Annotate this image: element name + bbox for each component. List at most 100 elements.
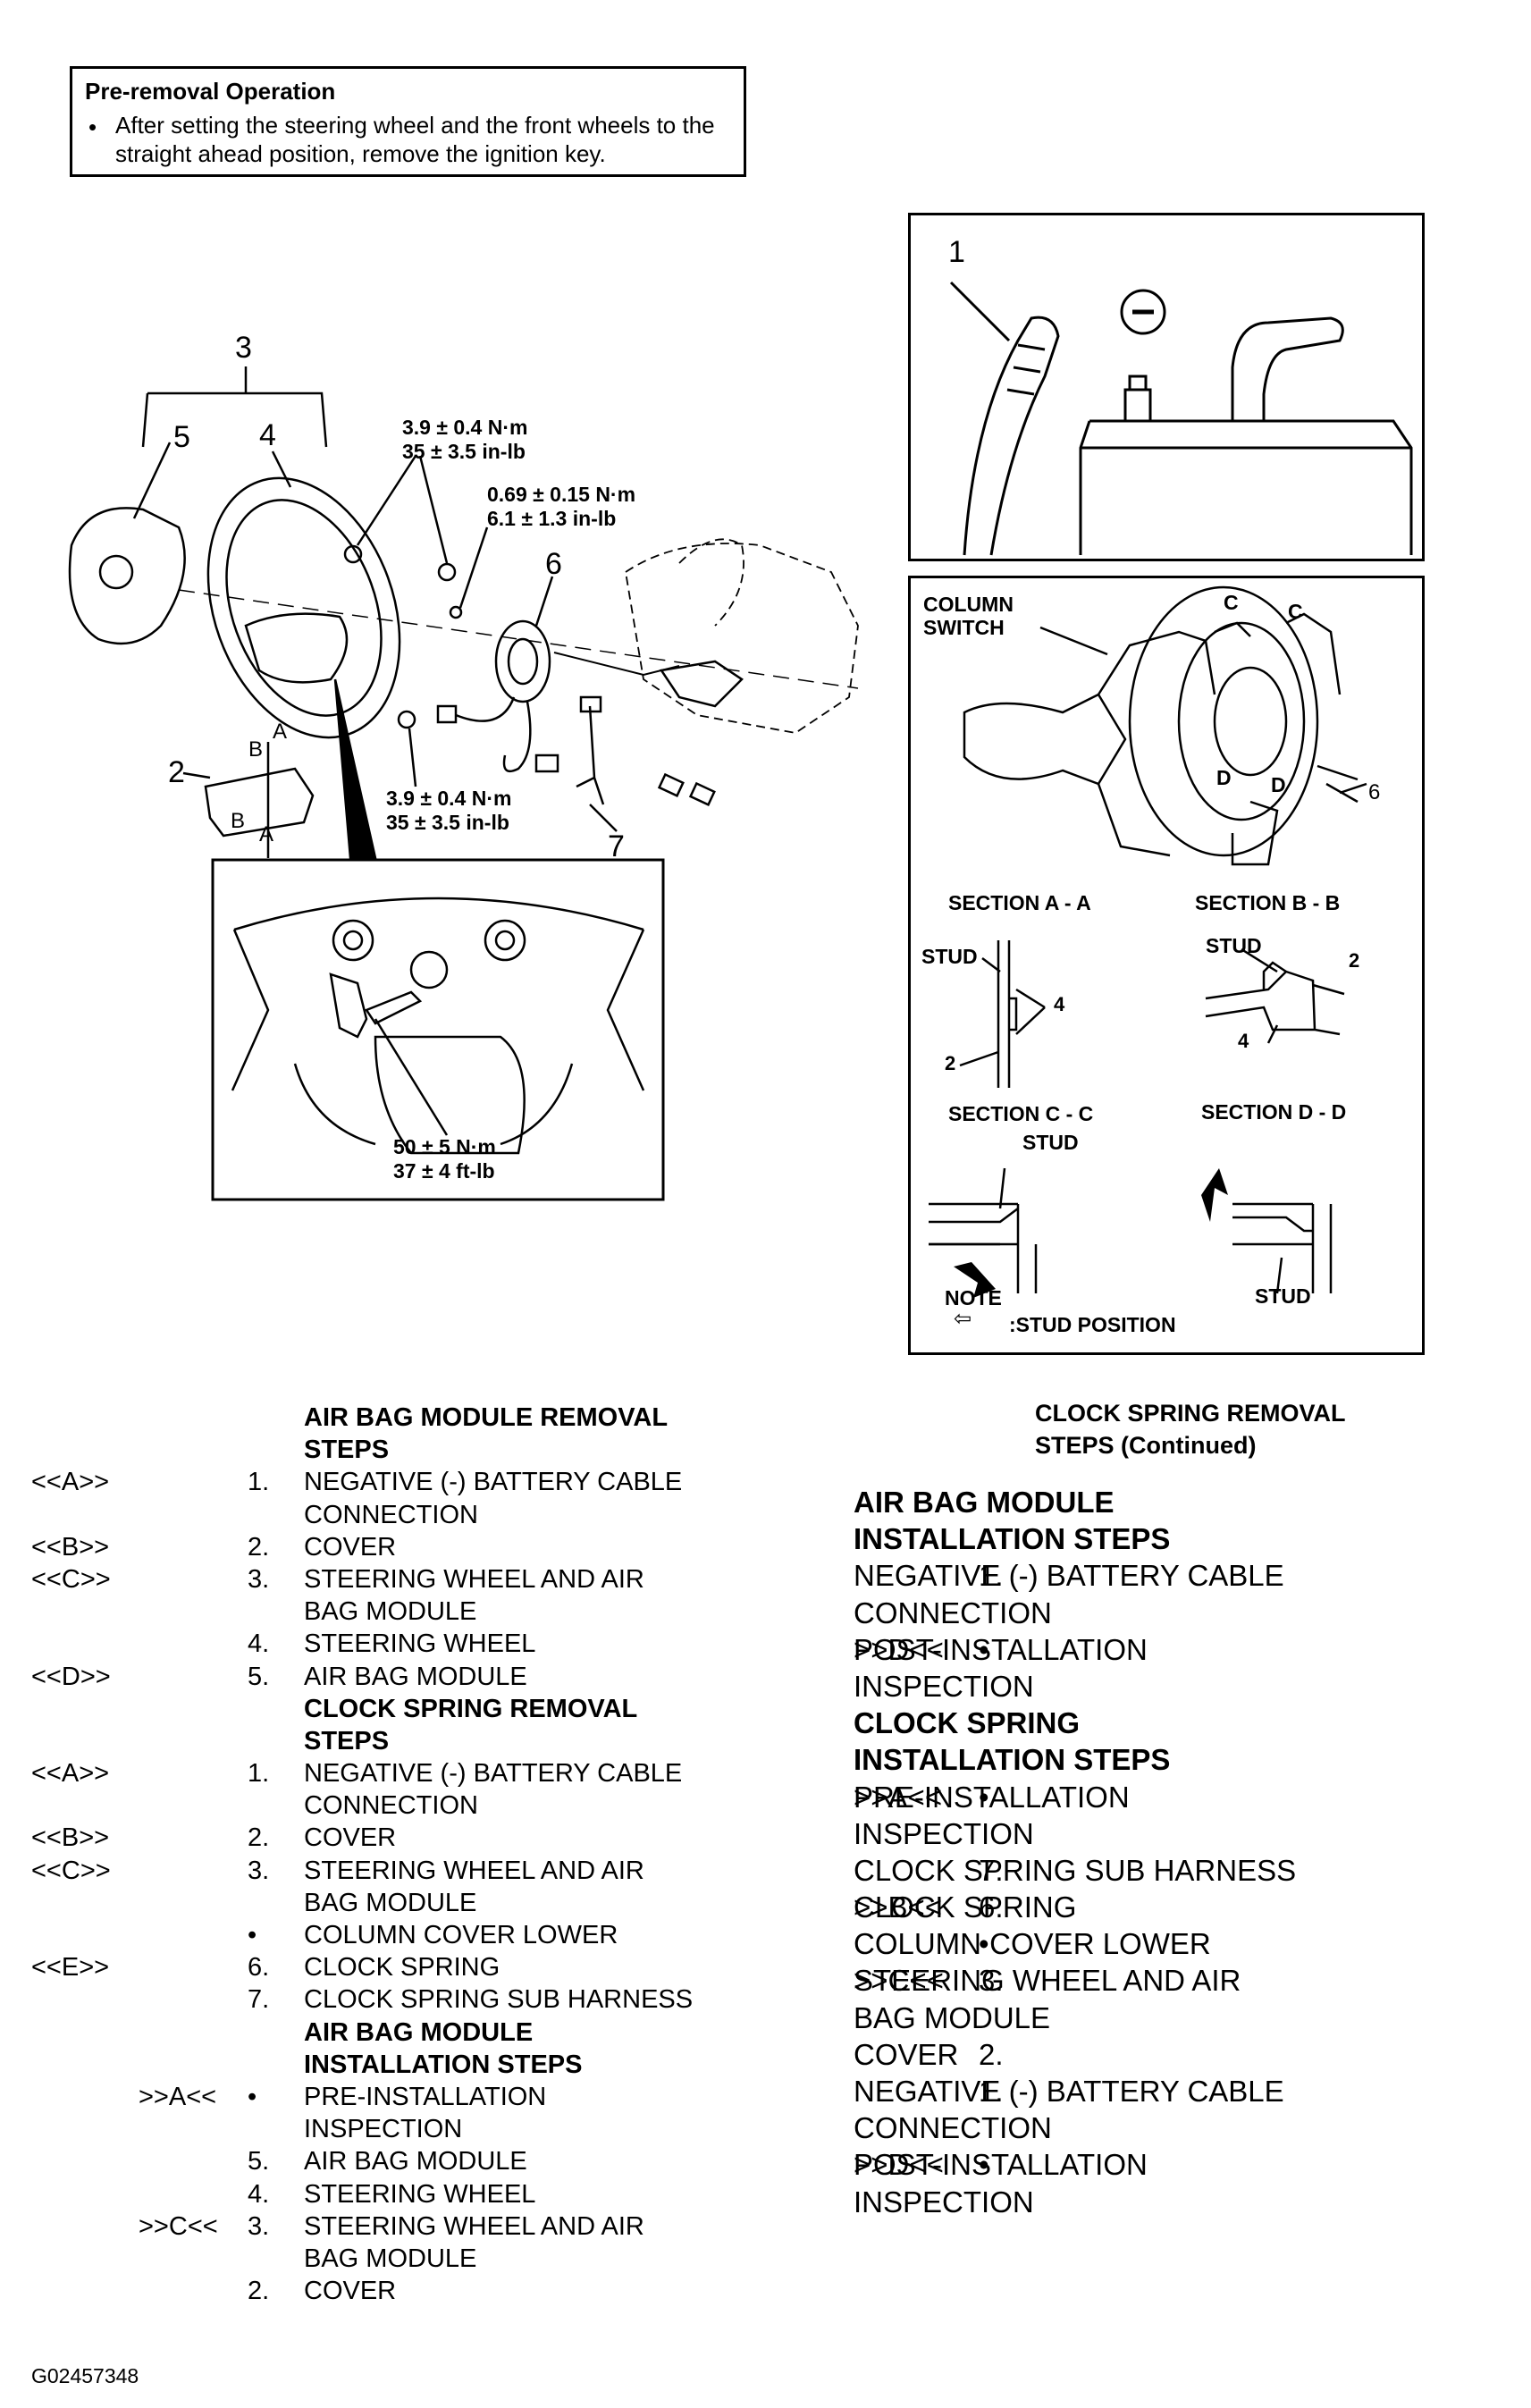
step-text: COVER — [854, 2037, 959, 2071]
torque-bottom-nm: 3.9 ± 0.4 N·m — [386, 787, 512, 810]
torque-small-nm: 0.69 ± 0.15 N·m — [487, 483, 636, 506]
step-number: 3. — [248, 2211, 270, 2241]
step-code: >>C<< — [139, 2211, 218, 2241]
torque-top-nm: 3.9 ± 0.4 N·m — [402, 416, 528, 439]
step-text: COLUMN COVER LOWER — [854, 1927, 1211, 1961]
bullet-dot: • — [88, 114, 97, 140]
step-row: >>C<<3.STEERING WHEEL AND AIR — [854, 1962, 1515, 1999]
section-marker-a-bottom: A — [259, 822, 274, 846]
callout-7: 7 — [608, 829, 625, 863]
step-text: CLOCK SPRING SUB HARNESS — [854, 1853, 1297, 1887]
label-d-right: D — [1271, 773, 1286, 796]
step-row: <<C>>3.STEERING WHEEL AND AIR — [31, 1563, 764, 1596]
step-row: AIR BAG MODULE — [31, 2016, 764, 2049]
step-code: <<A>> — [31, 1468, 110, 1497]
step-text: STEERING WHEEL AND AIR — [304, 2211, 644, 2241]
step-row: >>D<<•POST-INSTALLATION — [854, 2146, 1515, 2183]
callout-6-section: 6 — [1368, 780, 1381, 804]
stud-position-arrow-icon: ⇦ — [954, 1307, 972, 1331]
step-row: 1.NEGATIVE (-) BATTERY CABLE — [854, 2073, 1515, 2109]
step-text: INSPECTION — [304, 2115, 463, 2144]
note-label: NOTE — [945, 1286, 1002, 1309]
step-heading: AIR BAG MODULE REMOVAL — [304, 1403, 669, 1432]
section-marker-b-bottom: B — [231, 809, 246, 833]
step-text: STEERING WHEEL — [304, 1629, 536, 1659]
clock-spring-sections-drawing — [929, 585, 1367, 1298]
callout-5: 5 — [173, 420, 190, 454]
step-text: INSPECTION — [854, 1669, 1034, 1703]
step-number: 6. — [979, 1890, 1004, 1924]
step-number: 5. — [248, 2147, 270, 2176]
step-number: • — [248, 2082, 257, 2111]
step-text: INSPECTION — [854, 2185, 1034, 2219]
step-number: 4. — [248, 1629, 270, 1659]
right-column-header-1: CLOCK SPRING REMOVAL — [1035, 1400, 1346, 1427]
callout-4: 4 — [259, 418, 276, 452]
callout-6: 6 — [545, 547, 562, 581]
step-code: >>A<< — [139, 2082, 217, 2111]
step-row: AIR BAG MODULE REMOVAL — [31, 1402, 764, 1434]
step-number: 7. — [248, 1985, 270, 2015]
column-switch-label-2: SWITCH — [923, 616, 1005, 639]
step-row: •COLUMN COVER LOWER — [854, 1925, 1515, 1962]
step-row: >>A<<•PRE-INSTALLATION — [854, 1779, 1515, 1815]
step-text: COVER — [304, 1532, 397, 1562]
step-number: 2. — [248, 1823, 270, 1853]
section-cc-title: SECTION C - C — [948, 1102, 1094, 1125]
column-switch-label-1: COLUMN — [923, 593, 1014, 616]
battery-panel: 1 — [908, 213, 1425, 561]
step-number: • — [979, 2148, 989, 2182]
pre-removal-line-1: After setting the steering wheel and the… — [115, 112, 715, 139]
step-row: CONNECTION — [854, 1595, 1515, 1631]
step-heading: INSTALLATION STEPS — [854, 1743, 1171, 1777]
step-code: <<E>> — [31, 1953, 110, 1983]
step-text: CLOCK SPRING — [304, 1953, 501, 1983]
step-number: • — [979, 1927, 989, 1961]
left-step-list: AIR BAG MODULE REMOVAL STEPS <<A>> 1. NEGATI… — [31, 1402, 764, 2307]
label-d-left: D — [1216, 766, 1232, 789]
note-text: :STUD POSITION — [1009, 1313, 1176, 1336]
step-row: INSPECTION — [854, 2184, 1515, 2220]
step-text: COVER — [304, 2277, 397, 2306]
pre-removal-line-2: straight ahead position, remove the igni… — [115, 140, 606, 167]
step-row: INSTALLATION STEPS — [31, 2049, 764, 2081]
step-text: COLUMN COVER LOWER — [304, 1921, 618, 1949]
step-number: 1. — [248, 1468, 270, 1497]
section-bb-2: 2 — [1349, 949, 1360, 972]
pre-removal-title: Pre-removal Operation — [85, 78, 336, 105]
step-row: INSPECTION — [854, 1815, 1515, 1852]
step-row: • COLUMN COVER LOWER — [31, 1919, 764, 1951]
step-text: STEERING WHEEL AND AIR — [854, 1964, 1241, 1998]
section-marker-a-top: A — [273, 720, 288, 744]
step-row: <<B>>2.COVER — [31, 1531, 764, 1563]
torque-top-inlb: 35 ± 3.5 in-lb — [402, 440, 526, 463]
step-row: INSPECTION — [854, 1668, 1515, 1705]
callout-1: 1 — [948, 235, 965, 269]
section-aa-stud: STUD — [921, 945, 978, 968]
step-heading: INSTALLATION STEPS — [854, 1522, 1171, 1556]
step-number: • — [248, 1921, 257, 1949]
step-row: CLOCK SPRING REMOVAL — [31, 1693, 764, 1725]
pre-removal-box: Pre-removal Operation • After setting th… — [70, 66, 746, 177]
step-row: 4.STEERING WHEEL — [31, 2178, 764, 2210]
step-text: BAG MODULE — [304, 1888, 477, 1917]
step-row: BAG MODULE — [854, 2000, 1515, 2036]
step-number: 3. — [248, 1856, 270, 1885]
step-row: STEPS — [31, 1725, 764, 1757]
step-row: <<E>>6.CLOCK SPRING — [31, 1951, 764, 1983]
step-row: <<B>>2.COVER — [31, 1822, 764, 1854]
step-text: NEGATIVE (-) BATTERY CABLE — [304, 1759, 683, 1789]
step-text: CONNECTION — [854, 2111, 1052, 2145]
step-number: 7. — [979, 1853, 1004, 1887]
step-heading: CLOCK SPRING — [854, 1706, 1081, 1740]
step-code: <<D>> — [31, 1662, 111, 1691]
step-number: • — [979, 1632, 989, 1666]
step-row: CONNECTION — [31, 1499, 764, 1531]
step-number: 3. — [248, 1564, 270, 1594]
battery-cable-drawing — [949, 281, 1413, 556]
torque-bottom-inlb: 35 ± 3.5 in-lb — [386, 811, 509, 834]
step-code: >>C<< — [854, 1964, 944, 1998]
step-number: 5. — [248, 1662, 270, 1691]
step-code: >>A<< — [854, 1780, 943, 1814]
